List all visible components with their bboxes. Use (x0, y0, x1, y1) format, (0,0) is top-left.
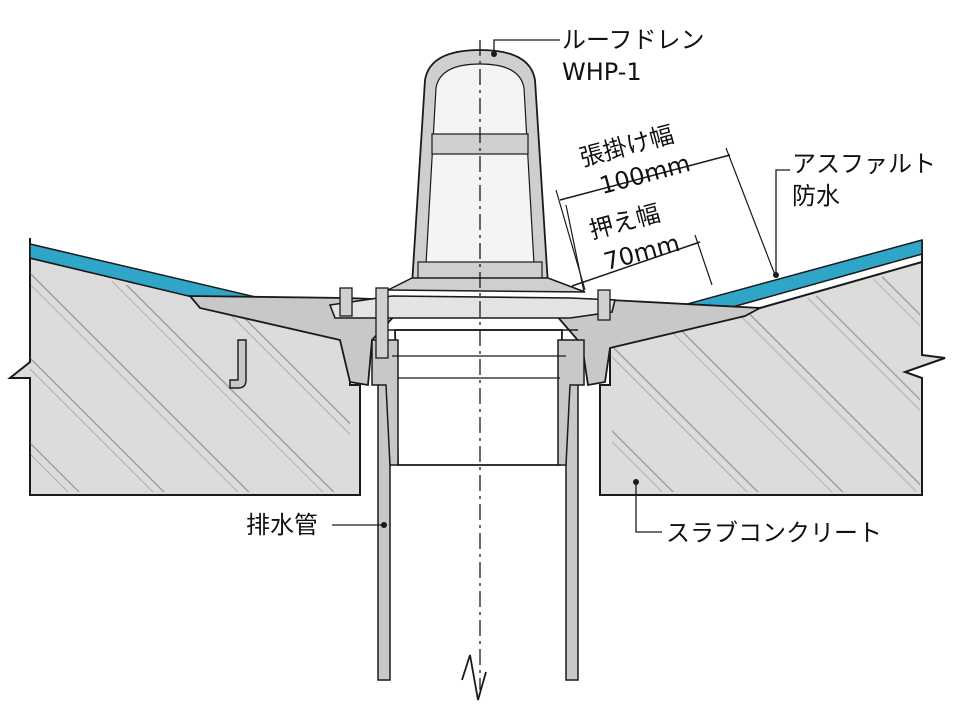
dome-base (387, 277, 586, 293)
dim-press-ext-left (565, 204, 585, 293)
anchor-hook (229, 339, 247, 389)
dim-overlap-ext-right (725, 147, 776, 276)
dome-inner (424, 63, 536, 283)
dim-overlap-line (559, 154, 731, 201)
dome-strainer (387, 49, 586, 293)
label-asphalt-line1: アスファルト (792, 150, 936, 178)
slab-right-hatch (612, 266, 920, 492)
leader-slab (635, 482, 662, 533)
label-roof-drain-model: WHP-1 (562, 58, 642, 86)
bolt-right-1 (597, 289, 611, 321)
leader-roof-drain-dot (491, 51, 497, 57)
drain-bowl-left-wall (371, 339, 399, 466)
bolt-left-1 (339, 287, 353, 317)
leader-lines (332, 39, 790, 533)
dimension-press-width (565, 204, 713, 293)
press-ring (328, 295, 617, 319)
leader-drain-pipe-dot (381, 522, 387, 528)
label-group-press: 押え幅 70mm (586, 199, 683, 276)
dim-press-ext-right (694, 234, 713, 286)
drain-bowl (394, 329, 563, 466)
slab-right (599, 240, 946, 496)
label-slab: スラブコンクリート (666, 519, 882, 547)
drain-bowl-right-wall (557, 339, 585, 466)
bolts (339, 287, 611, 359)
bolt-left-2 (375, 287, 389, 359)
leader-roof-drain (493, 39, 560, 54)
label-roof-drain-name: ルーフドレン (562, 26, 705, 54)
label-drain-pipe: 排水管 (246, 511, 318, 539)
leader-slab-dot (633, 479, 639, 485)
leader-asphalt (775, 169, 790, 275)
label-asphalt-line2: 防水 (792, 182, 840, 210)
dim-press-line (571, 241, 701, 287)
leader-asphalt-dot (773, 272, 779, 278)
slab-left (7, 238, 361, 496)
drain-pipe-break-mark (461, 654, 487, 701)
